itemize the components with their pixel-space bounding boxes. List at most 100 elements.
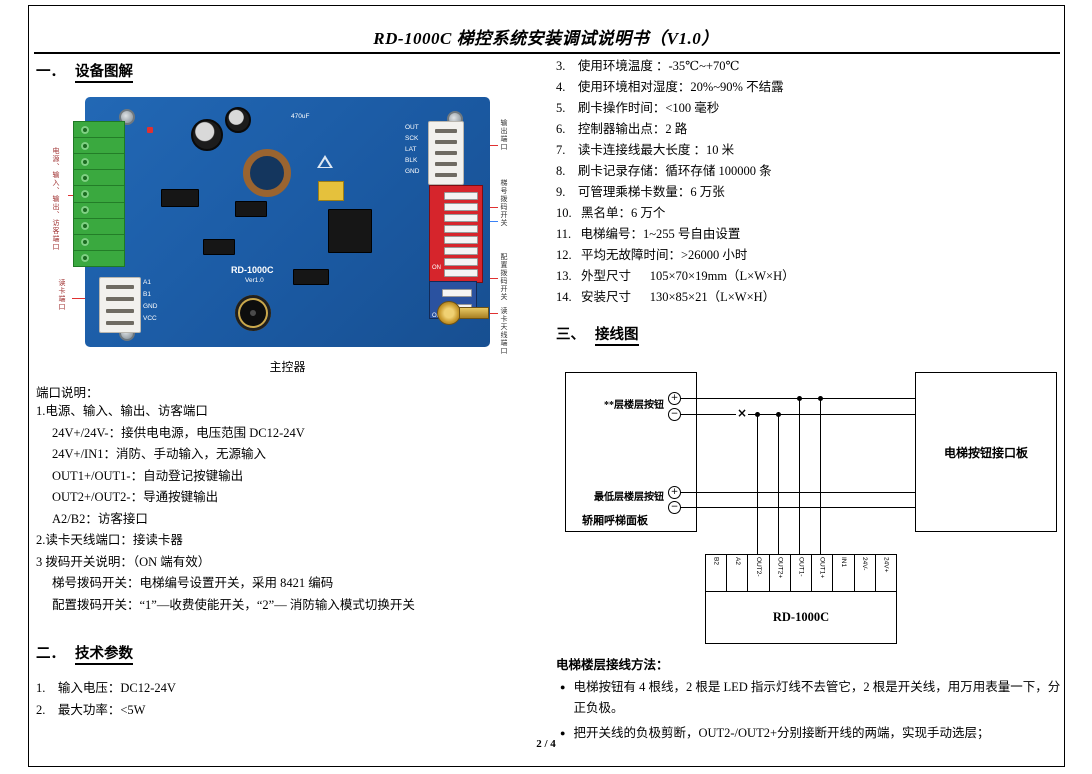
spec-item: 14. 安装尺寸 130×85×21（L×W×H） <box>556 290 776 304</box>
port-description-line: 梯号拨码开关：电梯编号设置开关，采用 8421 编码 <box>52 576 334 590</box>
wire-junction <box>776 412 781 417</box>
pin-label: B1 <box>143 291 151 298</box>
spec-item: 3. 使用环境温度 ：-35℃~+70℃ <box>556 59 740 73</box>
mcu-chip <box>328 209 372 253</box>
antenna-sma-connector <box>437 301 461 325</box>
connector-pin <box>435 139 457 144</box>
green-terminal-block <box>73 121 125 267</box>
pin-label: BLK <box>405 157 418 164</box>
buzzer <box>235 295 271 331</box>
controller-terminal-label: IN1 <box>833 555 855 591</box>
callout-config-dip-label: 配置拨码开关 <box>500 253 509 301</box>
reader-connector <box>99 277 141 333</box>
section-number: 一． <box>36 64 65 80</box>
bullet-icon: ● <box>560 682 566 692</box>
wire-junction <box>818 396 823 401</box>
wire <box>679 492 915 493</box>
dip-toggle <box>444 224 478 233</box>
dip-toggle <box>444 246 478 255</box>
wiring-method-list: ● 电梯按钮有 4 根线，2 根是 LED 指示灯线不去管它，2 根是开关线，用… <box>556 677 1062 744</box>
wire <box>799 398 800 554</box>
spec-item: 8. 刷卡记录存储：循环存储 100000 条 <box>556 164 772 178</box>
wiring-method-item: ● 把开关线的负极剪断，OUT2-/OUT2+分别接断开线的两端，实现手动选层； <box>556 723 1062 744</box>
terminal-cell <box>74 154 124 171</box>
connector-pin <box>106 321 134 325</box>
wire <box>679 507 915 508</box>
pin-label: VCC <box>143 315 157 322</box>
minus-terminal-icon: − <box>668 408 681 421</box>
inductor-coil <box>243 149 291 197</box>
interface-board-label: 电梯按钮接口板 <box>943 445 1028 460</box>
terminal-cell <box>74 186 124 203</box>
callout-output-port-label: 输出端口 <box>500 119 509 151</box>
terminal-cell <box>74 122 124 139</box>
wire-cut-mark: × <box>736 406 749 420</box>
top-floor-button-label: **层楼层按钮 <box>604 400 664 411</box>
port-description-line: 2.读卡天线端口：接读卡器 <box>36 533 183 547</box>
section-heading-device: 一．设备图解 <box>36 60 538 83</box>
params-list-right: 3. 使用环境温度 ：-35℃~+70℃ 4. 使用环境相对湿度：20%~90% … <box>556 56 1062 308</box>
terminal-cell <box>74 203 124 219</box>
controller-terminal-label: 24V- <box>855 555 876 591</box>
section-title: 技术参数 <box>75 646 133 665</box>
bullet-text: 电梯按钮有 4 根线，2 根是 LED 指示灯线不去管它，2 根是开关线，用万用… <box>573 680 1061 715</box>
terminal-cell <box>74 170 124 187</box>
pcb-board: 470uF RD-1000C Ver1.0 <box>73 97 490 347</box>
controller-terminal-label: A2 <box>727 555 749 591</box>
dip-toggle <box>442 288 472 297</box>
electrolytic-capacitor <box>225 107 251 133</box>
spec-item: 9. 可管理乘梯卡数量：6 万张 <box>556 185 725 199</box>
minus-terminal-icon: − <box>668 501 681 514</box>
connector-pin <box>106 297 134 301</box>
section-title: 接线图 <box>595 327 639 346</box>
dip-toggle <box>444 202 478 211</box>
pin-label: SCK <box>405 135 419 142</box>
document-title: RD-1000C 梯控系统安装调试说明书（V1.0） <box>373 29 719 48</box>
spec-item: 7. 读卡连接线最大长度 ：10 米 <box>556 143 735 157</box>
bullet-icon: ● <box>560 728 566 738</box>
port-description-line: OUT1+/OUT1-：自动登记按键输出 <box>52 468 244 483</box>
capacitor-silkscreen: 470uF <box>291 113 310 120</box>
spec-item: 4. 使用环境相对湿度：20%~90% 不结露 <box>556 80 784 94</box>
spec-item: 1. 输入电压：DC12-24V <box>36 681 176 695</box>
wire <box>778 414 779 554</box>
connector-pin <box>106 309 134 313</box>
pin-label: LAT <box>405 146 417 153</box>
pcb-photo-figure: 电源、输入、输出、访客端口 读卡端口 输出端口 梯号拨码开关 配置拨码开关 读卡… <box>36 95 538 355</box>
ic-chip <box>161 189 199 207</box>
port-description-line: OUT2+/OUT2-：导通按键输出 <box>52 490 219 504</box>
spec-item: 5. 刷卡操作时间：<100 毫秒 <box>556 101 720 115</box>
port-description-line: A2/B2：访客接口 <box>52 511 148 526</box>
interface-board-box: 电梯按钮接口板 <box>915 372 1057 532</box>
right-column: 3. 使用环境温度 ：-35℃~+70℃ 4. 使用环境相对湿度：20%~90% … <box>556 56 1062 744</box>
spec-item: 2. 最大功率：<5W <box>36 703 146 717</box>
dip-toggle <box>444 191 478 200</box>
antenna-sma-stub <box>459 307 489 319</box>
dip-on-label: ON <box>432 313 441 319</box>
wiring-method-item: ● 电梯按钮有 4 根线，2 根是 LED 指示灯线不去管它，2 根是开关线，用… <box>556 677 1062 719</box>
terminal-cell <box>74 235 124 251</box>
elevator-number-dip-switch <box>429 185 483 283</box>
board-name-silkscreen: RD-1000C <box>231 265 274 275</box>
connector-pin <box>435 162 457 167</box>
port-description-line: 配置拨码开关：“1”—收费使能开关，“2”— 消防输入模式切换开关 <box>52 597 415 612</box>
params-list-left: 1. 输入电压：DC12-24V 2. 最大功率：<5W <box>36 677 538 721</box>
spec-item: 6. 控制器输出点：2 路 <box>556 122 688 136</box>
wire <box>757 414 758 554</box>
section-heading-params: 二．技术参数 <box>36 642 538 665</box>
dip-on-label: ON <box>432 265 441 271</box>
callout-elevator-dip-label: 梯号拨码开关 <box>500 179 509 227</box>
yellow-component <box>318 181 344 201</box>
pin-label: A1 <box>143 279 151 286</box>
led-indicator <box>147 127 153 133</box>
page-number: 2 / 4 <box>536 738 556 750</box>
callout-reader-port-label: 读卡端口 <box>58 279 67 311</box>
port-description-line: 3 拨码开关说明：（ON 端有效） <box>36 554 211 569</box>
bullet-text: 把开关线的负极剪断，OUT2-/OUT2+分别接断开线的两端，实现手动选层； <box>573 726 990 740</box>
spec-item: 10. 黑名单：6 万个 <box>556 206 666 220</box>
controller-terminal-label: OUT2- <box>748 555 770 591</box>
section-heading-wiring: 三、接线图 <box>556 323 1062 346</box>
